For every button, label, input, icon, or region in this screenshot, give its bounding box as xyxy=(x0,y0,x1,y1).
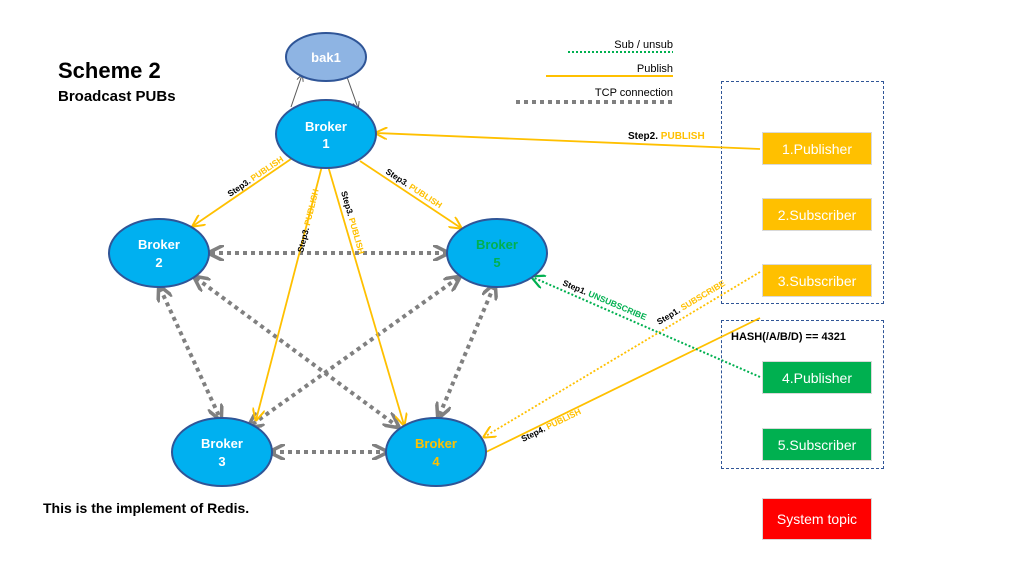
broker5-label: Broker xyxy=(476,237,518,252)
tcp-broker5-broker4 xyxy=(439,286,494,416)
subscriber-2-box: 2.Subscriber xyxy=(762,198,872,231)
step1-unsubscribe-label-group: Step1. UNSUBSCRIBE xyxy=(561,278,648,323)
step4-label-group: Step4. PUBLISH xyxy=(519,406,582,444)
step4-label: Step4. PUBLISH xyxy=(519,406,582,444)
publish-step3-broker2-line xyxy=(193,158,292,226)
step1-subscribe-label: Step1. SUBSCRIBE xyxy=(655,278,727,327)
broker5-number: 5 xyxy=(493,255,500,270)
step3-broker5-label-group: Step3. PUBLISH xyxy=(384,166,444,210)
bak1-label: bak1 xyxy=(311,50,341,65)
publish-step4-line xyxy=(485,317,761,453)
legend-tcp-label: TCP connection xyxy=(594,87,673,99)
step3-broker4-label-group: Step3. PUBLISH xyxy=(339,190,367,255)
bak1-to-broker1-arrow xyxy=(346,76,358,108)
broker3-node xyxy=(171,417,273,487)
tcp-broker5-broker3 xyxy=(250,278,458,426)
step1-subscribe-label-group: Step1. SUBSCRIBE xyxy=(655,278,727,327)
step3-broker4-label: Step3. PUBLISH xyxy=(339,190,367,255)
broker4-node xyxy=(385,417,487,487)
broker5-node xyxy=(446,218,548,288)
broker1-to-bak1-arrow xyxy=(290,75,302,108)
hash-label: HASH(/A/B/D) == 4321 xyxy=(731,331,846,343)
broker4-number: 4 xyxy=(432,454,440,469)
legend-publish-label: Publish xyxy=(636,63,673,75)
publish-step3-broker5-line xyxy=(359,160,461,228)
broker3-number: 3 xyxy=(218,454,225,469)
step2-label: Step2. PUBLISH xyxy=(628,131,705,142)
subscriber-5-box: 5.Subscriber xyxy=(762,428,872,461)
publish-step2-line xyxy=(376,133,761,150)
subscriber-3-box: 3.Subscriber xyxy=(762,264,872,297)
step3-broker3-label-group: Step3. PUBLISH xyxy=(295,188,320,254)
broker1-number: 1 xyxy=(322,136,329,151)
hash-group-box xyxy=(721,320,884,469)
broker4-label: Broker xyxy=(415,436,457,451)
publish-step3-broker4-line xyxy=(327,165,404,425)
step3-broker2-label-group: Step3. PUBLISH xyxy=(226,154,286,199)
publisher-1-box: 1.Publisher xyxy=(762,132,872,165)
step3-broker3-label: Step3. PUBLISH xyxy=(295,188,320,254)
subscribe-step1-line xyxy=(484,271,761,437)
footer-note: This is the implement of Redis. xyxy=(43,500,250,516)
publisher-4-box: 4.Publisher xyxy=(762,361,872,394)
bak1-node xyxy=(285,32,367,82)
step3-broker5-label: Step3. PUBLISH xyxy=(384,166,444,210)
tcp-broker2-broker3 xyxy=(160,288,220,418)
system-topic-box: System topic xyxy=(762,498,872,540)
unsubscribe-step1-line xyxy=(532,277,761,378)
publish-step3-broker3-line xyxy=(256,165,323,420)
broker2-node xyxy=(108,218,210,288)
step3-broker2-label: Step3. PUBLISH xyxy=(226,154,286,199)
broker1-label: Broker xyxy=(305,119,347,134)
broker2-label: Broker xyxy=(138,237,180,252)
legend-sub-unsub-label: Sub / unsub xyxy=(614,39,673,51)
broker3-label: Broker xyxy=(201,436,243,451)
step1-unsubscribe-label: Step1. UNSUBSCRIBE xyxy=(561,278,648,323)
broker1-node xyxy=(275,99,377,169)
broker2-number: 2 xyxy=(155,255,162,270)
diagram-subtitle: Broadcast PUBs xyxy=(58,88,176,105)
subscriber-group-box xyxy=(721,81,884,304)
diagram-title: Scheme 2 xyxy=(58,58,161,83)
